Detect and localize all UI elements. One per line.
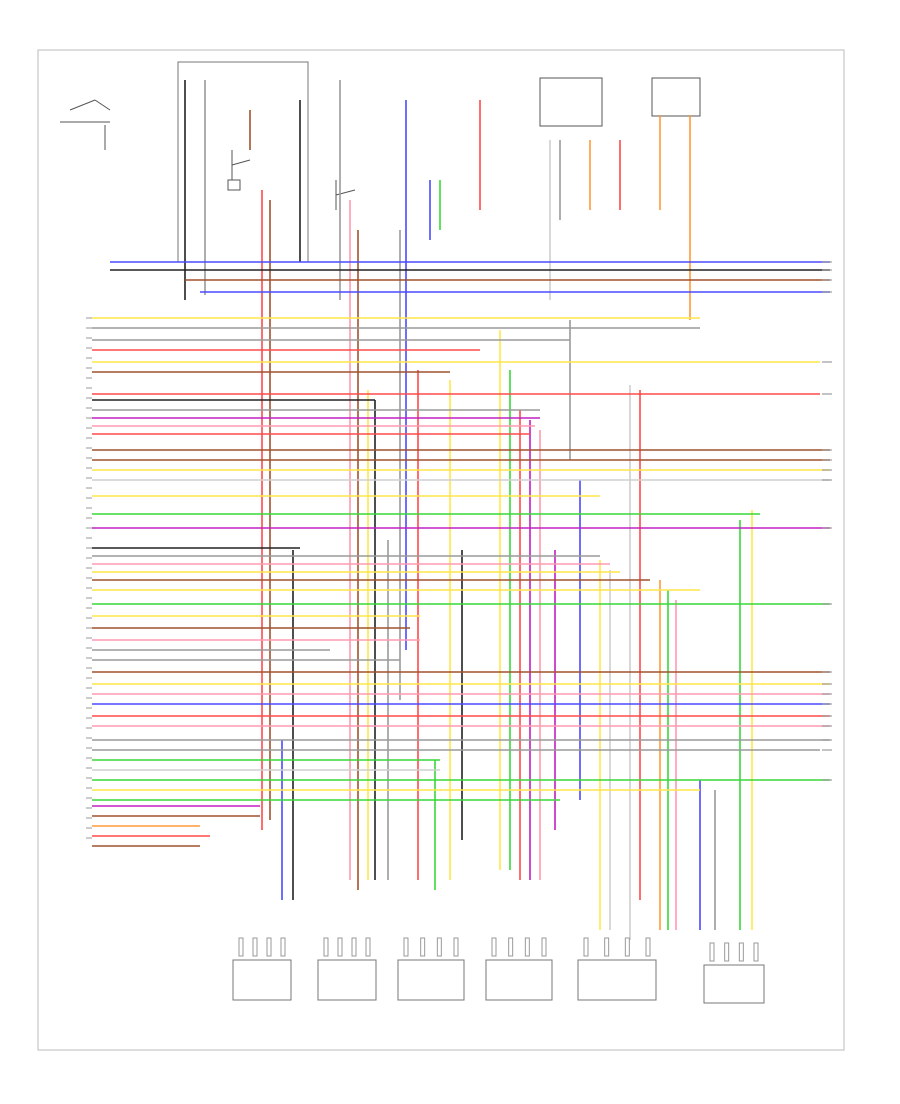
connector-pin — [403, 937, 409, 957]
connector-pin — [738, 942, 744, 962]
connector-box-outline — [651, 77, 701, 117]
relay-1-symbol — [227, 150, 251, 191]
relay-box-outline — [539, 77, 603, 127]
sensor-component — [317, 959, 377, 1001]
connector-pin — [337, 937, 343, 957]
connector-pin — [365, 937, 371, 957]
connector-pin — [541, 937, 547, 957]
sensor-component — [397, 959, 465, 1001]
connector-pin — [436, 937, 442, 957]
connector-pin — [709, 942, 715, 962]
connector-pin — [252, 937, 258, 957]
connector-pin — [323, 937, 329, 957]
connector-pin — [238, 937, 244, 957]
ignition-switch-symbol — [60, 99, 111, 150]
connector-pin — [420, 937, 426, 957]
diagram-frame — [37, 49, 845, 1051]
left-pin-labels — [86, 317, 92, 839]
connector-pin — [604, 937, 610, 957]
sensor-component — [485, 959, 553, 1001]
connector-pin — [645, 937, 651, 957]
horizontal-wires — [92, 261, 830, 847]
connector-pin — [624, 937, 630, 957]
vertical-wires — [184, 80, 753, 940]
connector-pin — [753, 942, 759, 962]
right-pin-labels — [822, 261, 832, 781]
connector-pin — [351, 937, 357, 957]
connector-pin — [524, 937, 530, 957]
relay-2-symbol — [335, 180, 356, 210]
connector-pin — [724, 942, 730, 962]
connector-pin — [266, 937, 272, 957]
bottom-components — [232, 937, 765, 1004]
connector-pin — [508, 937, 514, 957]
connector-pin — [491, 937, 497, 957]
sensor-component — [232, 959, 292, 1001]
sensor-component — [703, 964, 765, 1004]
connector-pin — [583, 937, 589, 957]
connector-pin — [280, 937, 286, 957]
connector-pin — [453, 937, 459, 957]
sensor-component — [577, 959, 657, 1001]
